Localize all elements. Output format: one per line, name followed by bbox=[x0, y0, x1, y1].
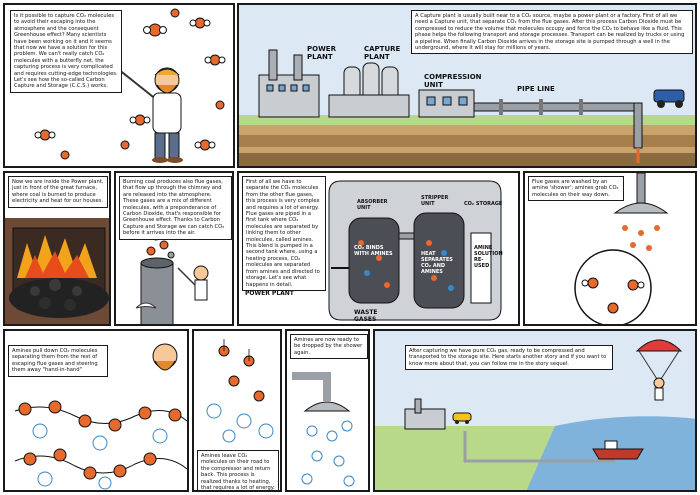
panel-4-chimney: Burning coal produces also flue gases, t… bbox=[114, 171, 234, 326]
label-power-plant: POWER PLANT bbox=[307, 45, 336, 61]
dove-icon bbox=[135, 302, 157, 309]
amine-descending-icons bbox=[206, 403, 274, 443]
label-compression-unit: COMPRESSION UNIT bbox=[424, 73, 482, 89]
label-stripper-unit: STRIPPER UNIT bbox=[421, 195, 449, 207]
panel-4-caption: Burning coal produces also flue gases, t… bbox=[119, 176, 232, 240]
droplets-icons bbox=[622, 225, 660, 251]
furnace-illustration bbox=[5, 218, 109, 324]
scientist-small-icon bbox=[177, 265, 209, 301]
molecule-chain-icons bbox=[14, 400, 187, 480]
chimney-icon bbox=[140, 257, 174, 324]
panel-5-capture-process: First of all we have to separate the CO₂… bbox=[237, 171, 520, 326]
amines-returning-illustration bbox=[206, 339, 274, 443]
label-heat-separates: HEAT SEPARATES CO₂ AND AMINES bbox=[421, 251, 453, 275]
label-co2-binds: CO₂ BINDS WITH AMINES bbox=[354, 245, 393, 257]
co2-molecule-icons bbox=[34, 8, 226, 160]
panel-1-caption: Is it possible to capture CO₂ molecules … bbox=[10, 10, 122, 93]
label-waste-gases: WASTE GASES bbox=[354, 309, 378, 323]
panel-1-scientist-net: Is it possible to capture CO₂ molecules … bbox=[3, 3, 235, 168]
panel-10-caption: After capturing we have pure CO₂ gas, re… bbox=[405, 345, 613, 371]
ship-icon bbox=[592, 440, 644, 460]
panel-10-storage-site: After capturing we have pure CO₂ gas, re… bbox=[373, 329, 697, 492]
scientist-character-icon bbox=[152, 67, 183, 163]
coal-pile-icon bbox=[9, 278, 109, 318]
panel-9-shower-again: Amines are now ready to be dropped by th… bbox=[285, 329, 370, 492]
scientist-portrait-icon bbox=[152, 343, 178, 371]
panel-3-furnace: Now we are inside the Power plant, just … bbox=[3, 171, 111, 326]
ccs-landscape-illustration bbox=[239, 49, 695, 166]
storage-landscape-illustration bbox=[375, 339, 695, 490]
shower-head-icon bbox=[613, 173, 669, 214]
factory-icon bbox=[404, 398, 446, 430]
panel-2-ccs-overview: A Capture plant is usually built near to… bbox=[237, 3, 697, 168]
capture-plant-icon bbox=[328, 62, 410, 118]
label-pipe-line: PIPE LINE bbox=[517, 85, 555, 93]
amines-pulling-co2-illustration bbox=[14, 343, 187, 490]
tanker-truck-icon bbox=[452, 412, 472, 424]
parachute-scientist-icon bbox=[635, 339, 683, 401]
panel-9-caption: Amines are now ready to be dropped by th… bbox=[290, 334, 368, 360]
panel-7-hand-in-hand: Amines pull down CO₂ molecules separatin… bbox=[3, 329, 189, 492]
shower-pipe-icon bbox=[292, 372, 351, 412]
label-absorber-unit: ABSORBER UNIT bbox=[357, 199, 388, 211]
label-capture-plant: CAPTURE PLANT bbox=[364, 45, 401, 61]
co2-rising-icons bbox=[218, 345, 265, 402]
pipeline-icon bbox=[473, 99, 643, 149]
amine-shower-illustration bbox=[574, 173, 669, 324]
panel-5-caption: First of all we have to separate the CO₂… bbox=[242, 176, 326, 291]
label-co2-storage: CO₂ STORAGE bbox=[464, 201, 503, 207]
panel-7-caption: Amines pull down CO₂ molecules separatin… bbox=[8, 345, 108, 377]
underground-pipeline-icon bbox=[463, 431, 615, 463]
fire-icon bbox=[17, 235, 97, 278]
falling-amines-icons bbox=[301, 420, 355, 487]
panel-2-caption: A Capture plant is usually built near to… bbox=[411, 10, 693, 55]
absorber-tank-icon bbox=[348, 217, 400, 304]
panel-8-amines-leave: Amines leave CO₂ molecules on their road… bbox=[192, 329, 282, 492]
compression-unit-icon bbox=[418, 89, 475, 118]
absorber-stripper-diagram bbox=[328, 180, 502, 321]
panel-8-caption: Amines leave CO₂ molecules on their road… bbox=[197, 450, 279, 490]
panel-6-caption: Flue gases are washed by an amine 'showe… bbox=[528, 176, 624, 202]
shower-again-illustration bbox=[292, 372, 355, 487]
power-plant-icon bbox=[258, 49, 320, 118]
panel-3-caption: Now we are inside the Power plant, just … bbox=[8, 176, 108, 208]
panel-6-amine-shower: Flue gases are washed by an amine 'showe… bbox=[523, 171, 697, 326]
stripper-tank-icon bbox=[413, 212, 465, 309]
amine-co2-pairs-icons bbox=[581, 277, 645, 314]
label-amine-solution: AMINE SOLUTION RE-USED bbox=[474, 245, 503, 269]
truck-icon bbox=[653, 89, 685, 108]
amine-faces-icons bbox=[32, 423, 168, 490]
